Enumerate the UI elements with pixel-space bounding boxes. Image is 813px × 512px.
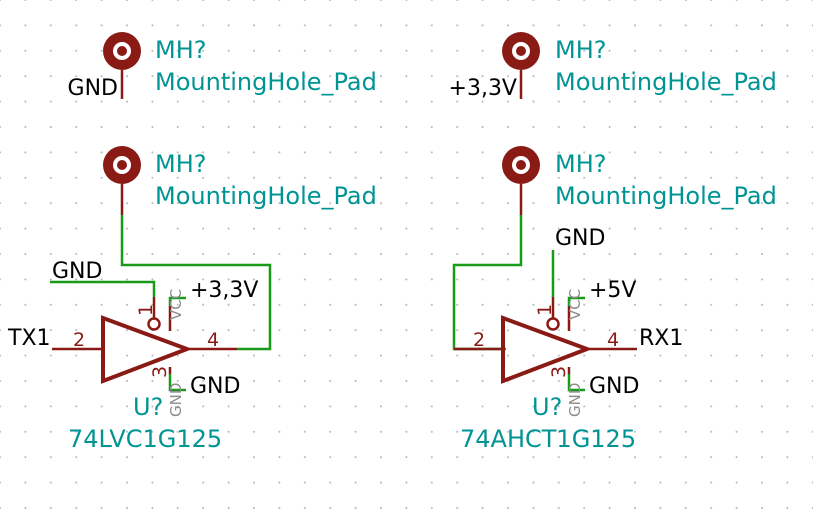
pin-number-out: 4 [207, 329, 219, 351]
pin-number-in: 2 [473, 329, 485, 351]
buffer-ref: U? [133, 393, 163, 421]
wire-hole-to-output [120, 215, 272, 351]
buffer-right[interactable]: 2 4 1 3 VCC GND GND +5V GND RX1 U? 74AHC… [452, 215, 683, 453]
pad-drill [117, 160, 127, 170]
mounting-hole-4[interactable]: MH? MountingHole_Pad [502, 146, 777, 215]
wire-vcc [567, 296, 585, 306]
wire-vcc [168, 296, 186, 306]
mounting-hole-ref: MH? [555, 150, 607, 178]
pad-drill [516, 160, 526, 170]
mounting-hole-1[interactable]: MH? MountingHole_Pad [103, 32, 377, 99]
pin-number-in: 2 [73, 329, 85, 351]
mounting-hole-value: MountingHole_Pad [155, 68, 377, 96]
mounting-hole-value: MountingHole_Pad [555, 182, 777, 210]
buffer-triangle [101, 315, 193, 384]
pin-name-vcc: VCC [566, 289, 584, 320]
buffer-value: 74LVC1G125 [68, 425, 222, 453]
output-net-label: RX1 [639, 326, 683, 351]
gnd-net-label: GND [190, 374, 240, 399]
pin-name-vcc: VCC [167, 289, 185, 320]
input-net-label: TX1 [7, 326, 51, 351]
mounting-hole-ref: MH? [155, 150, 207, 178]
wire-gnd [168, 374, 186, 392]
oe-gnd-net-label: GND [52, 259, 102, 284]
buffer-triangle [501, 315, 593, 384]
mounting-hole-value: MountingHole_Pad [155, 182, 377, 210]
gnd-net-label: GND [68, 76, 118, 101]
gnd-net-label: GND [589, 374, 639, 399]
pin-number-gnd: 3 [149, 366, 171, 378]
mounting-hole-3[interactable]: MH? MountingHole_Pad [103, 146, 377, 215]
pin-name-gnd: GND [566, 383, 584, 417]
mounting-hole-value: MountingHole_Pad [555, 68, 777, 96]
pin-name-gnd: GND [167, 383, 185, 417]
wire-oe-gnd [50, 280, 156, 297]
mounting-hole-ref: MH? [155, 36, 207, 64]
oe-bubble [147, 317, 161, 331]
pad-drill [117, 46, 127, 56]
buffer-value: 74AHCT1G125 [460, 425, 636, 453]
mounting-hole-ref: MH? [555, 36, 607, 64]
pin-number-oe: 1 [534, 304, 556, 316]
wire-gnd [567, 374, 585, 392]
pad-drill [516, 46, 526, 56]
pin-number-gnd: 3 [548, 366, 570, 378]
power-net-label: +3,3V [449, 76, 517, 101]
mounting-hole-2[interactable]: MH? MountingHole_Pad [502, 32, 777, 99]
oe-bubble [546, 317, 560, 331]
pin-number-out: 4 [607, 329, 619, 351]
power-net-label: +5V [589, 278, 636, 303]
oe-gnd-net-label: GND [555, 226, 605, 251]
buffer-ref: U? [532, 393, 562, 421]
power-net-label: +3,3V [190, 278, 258, 303]
pin-number-oe: 1 [135, 304, 157, 316]
buffer-left[interactable]: 2 4 1 3 VCC GND GND +3,3V GND TX1 U? 74L… [7, 215, 272, 453]
